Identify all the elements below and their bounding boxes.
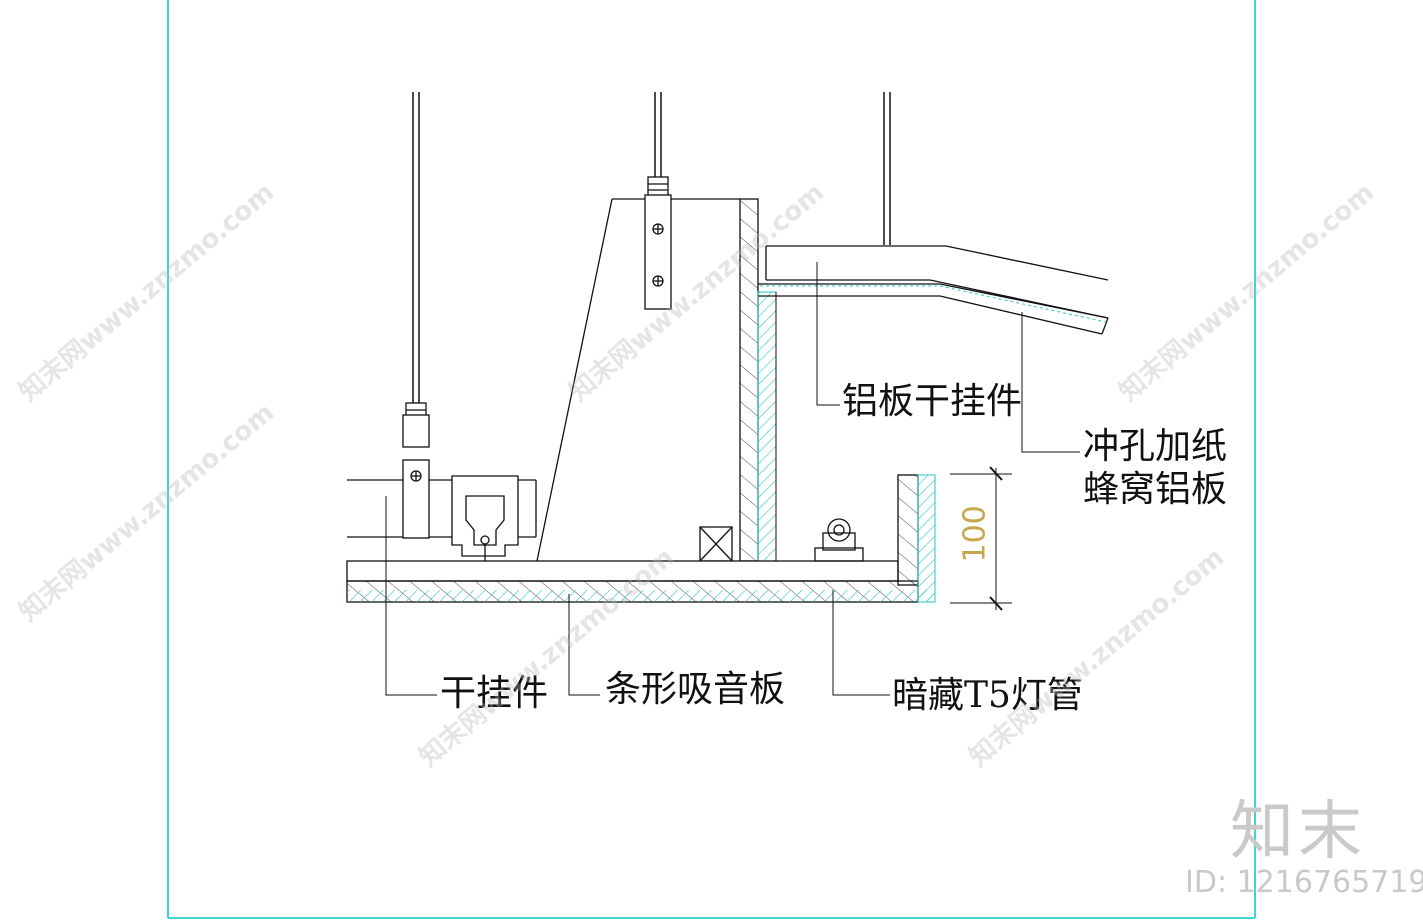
left-hanger-bracket	[402, 402, 430, 539]
t5-lamp	[814, 518, 864, 562]
vertical-panel	[739, 198, 777, 562]
label-honeycomb-line1: 冲孔加纸	[1083, 426, 1228, 467]
suspension-rods	[412, 92, 891, 405]
label-strip-panel: 条形吸音板	[605, 669, 786, 710]
brand-logo: 知末	[1230, 795, 1366, 869]
brand-id: ID: 1216765719	[1185, 865, 1423, 900]
label-dry-hanger: 干挂件	[440, 673, 549, 714]
bottom-strip-panel	[346, 560, 935, 603]
light-trough-panel	[897, 474, 936, 603]
leader-lines	[385, 262, 1080, 696]
label-honeycomb-line2: 蜂窝铝板	[1083, 469, 1228, 510]
dimension-value: 100	[957, 505, 993, 563]
keel-profile	[451, 475, 519, 572]
center-hanger-bracket	[644, 176, 672, 310]
dimension-line	[950, 466, 1012, 611]
label-aluminum-hanger: 铝板干挂件	[842, 381, 1023, 422]
drawing-frame	[167, 0, 1256, 919]
honeycomb-ceiling	[758, 245, 1109, 335]
label-hidden-light: 暗藏T5灯管	[892, 675, 1083, 716]
